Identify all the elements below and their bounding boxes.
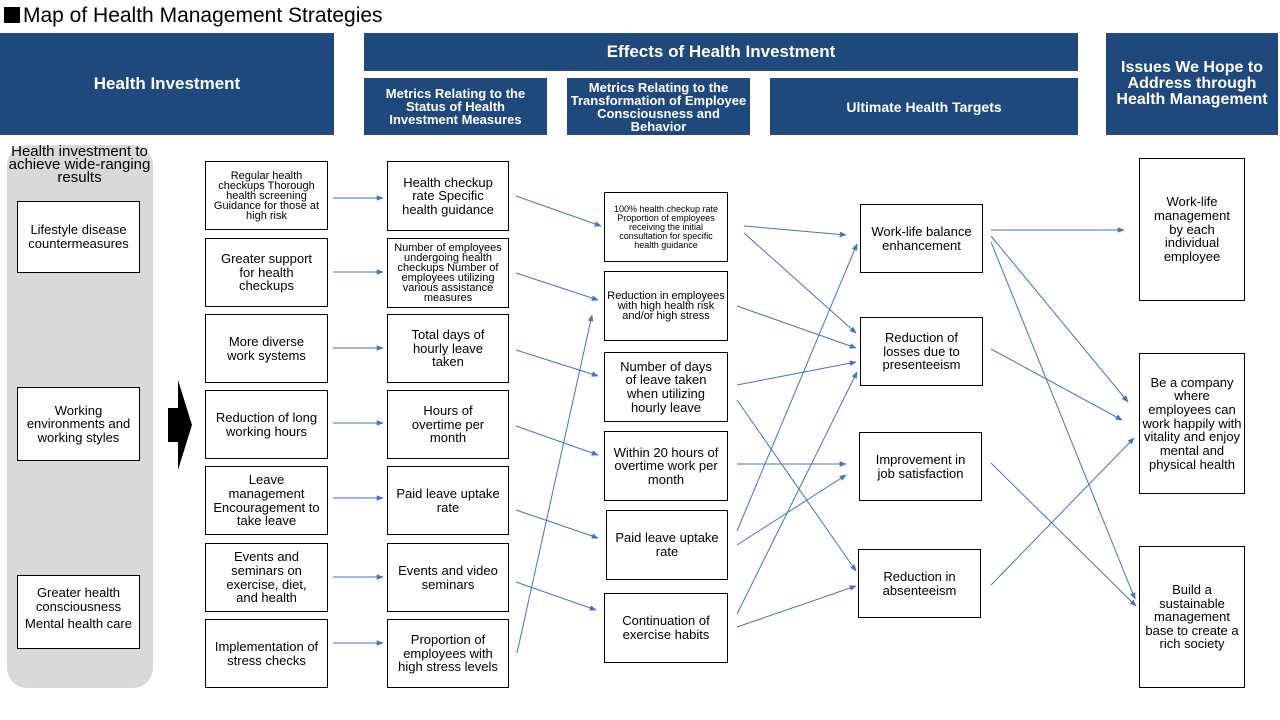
panel-item-lifestyle: Lifestyle disease countermeasures [17,201,140,273]
panel-item-working-environments: Working environments and working styles [17,387,140,461]
header-effects: Effects of Health Investment [364,33,1078,71]
investment-leave-management: Leave management Encouragement to take l… [205,466,328,535]
status-high-stress: Proportion of employees with high stress… [387,619,509,688]
investment-regular-checkups: Regular health checkups Thorough health … [205,161,328,230]
right-arrow-icon [168,380,192,470]
page-title: Map of Health Management Strategies [4,4,383,28]
square-bullet-icon [4,7,20,23]
investment-checkup-support: Greater support for health checkups [205,238,328,307]
issue-happy-company: Be a company where employees can work ha… [1139,353,1245,494]
status-hourly-leave: Total days of hourly leave taken [387,314,509,383]
transform-paid-leave: Paid leave uptake rate [606,510,728,580]
left-panel-title: Health investment to achieve wide-rangin… [8,143,151,186]
investment-long-hours: Reduction of long working hours [205,390,328,459]
transform-exercise-habits: Continuation of exercise habits [604,593,728,663]
status-overtime: Hours of overtime per month [387,390,509,459]
transform-overtime-20h: Within 20 hours of overtime work per mon… [604,431,728,501]
target-work-life-balance: Work-life balance enhancement [860,204,983,273]
status-checkup-rate: Health checkup rate Specific health guid… [387,161,509,231]
status-paid-leave: Paid leave uptake rate [387,466,509,535]
transform-high-risk-reduction: Reduction in employees with high health … [604,271,728,341]
header-metrics-transformation: Metrics Relating to the Transformation o… [567,78,750,135]
header-health-investment: Health Investment [0,33,334,135]
status-employees-checkups: Number of employees undergoing health ch… [387,238,509,308]
target-job-satisfaction: Improvement in job satisfaction [859,432,982,501]
investment-work-systems: More diverse work systems [205,314,328,383]
issue-work-life-management: Work-life management by each individual … [1139,158,1245,301]
issue-sustainable-base: Build a sustainable management base to c… [1139,546,1245,688]
header-ultimate-targets: Ultimate Health Targets [770,78,1078,135]
target-absenteeism: Reduction in absenteeism [858,549,981,618]
transform-hourly-leave-days: Number of days of leave taken when utili… [604,352,728,422]
panel-item-health-consciousness: Greater health consciousness Mental heal… [17,575,140,649]
transform-checkup-100: 100% health checkup rate Proportion of e… [604,192,728,262]
status-events-video: Events and video seminars [387,543,509,612]
investment-events-seminars: Events and seminars on exercise, diet, a… [205,543,328,612]
header-issues: Issues We Hope to Address through Health… [1106,33,1278,135]
target-presenteeism: Reduction of losses due to presenteeism [860,317,983,386]
header-metrics-status: Metrics Relating to the Status of Health… [364,78,547,135]
investment-stress-checks: Implementation of stress checks [205,619,328,688]
